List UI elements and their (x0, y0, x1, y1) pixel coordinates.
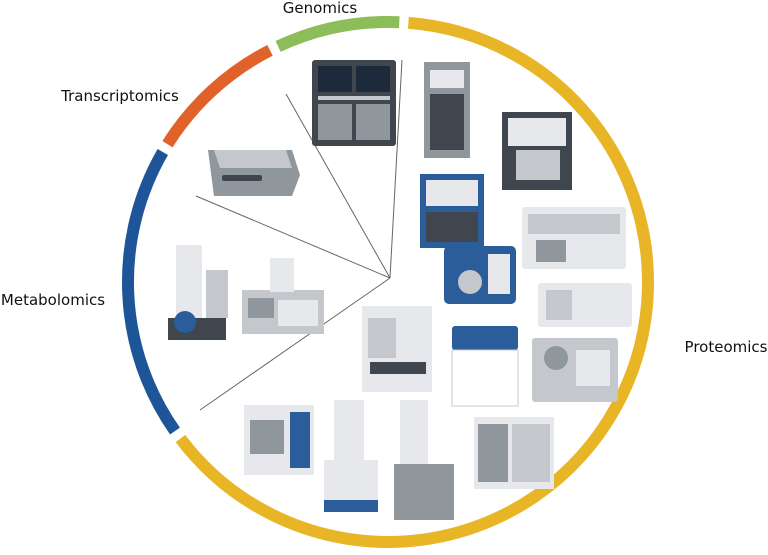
divider-line (195, 195, 391, 279)
proteomics-benchtop-ms-image (532, 338, 618, 402)
proteomics-tof-ms-image (451, 326, 519, 407)
divider-line (389, 59, 403, 279)
proteomics-orbitrap-image (424, 62, 470, 158)
label-transcriptomics: Transcriptomics (60, 87, 179, 105)
proteomics-qexactive-image (420, 174, 484, 248)
instrument-images (168, 60, 632, 520)
sector-dividers (195, 59, 403, 411)
label-proteomics: Proteomics (685, 338, 768, 356)
ring-arc-genomics (275, 15, 400, 52)
genomics-sequencer-image (312, 60, 396, 146)
omics-ring (121, 15, 655, 548)
ring-arc-metabolomics (121, 149, 180, 435)
tall-tof-ms-image (324, 400, 378, 512)
metabolomics-tower-ms-image (168, 245, 228, 340)
proteomics-triplequad-image (444, 246, 516, 304)
metabolomics-gcms-image (242, 258, 324, 334)
divider-line (199, 277, 391, 411)
label-genomics: Genomics (283, 0, 358, 17)
tall-grey-ms-image (394, 400, 454, 520)
metabolomics-compact-ms-image (244, 405, 314, 475)
proteomics-ltq-image (502, 112, 572, 190)
segment-labels: Genomics Transcriptomics Metabolomics Pr… (1, 0, 768, 356)
transcriptomics-scanner-image (208, 150, 300, 196)
divider-line (285, 93, 391, 279)
proteomics-long-ms-image (538, 283, 632, 327)
proteomics-ftms-image (474, 417, 554, 489)
label-metabolomics: Metabolomics (1, 291, 105, 309)
proteomics-bench-ms-image (522, 207, 626, 269)
proteomics-lc-ms-image (362, 306, 432, 392)
ring-arc-transcriptomics (162, 44, 273, 148)
ring-arc-proteomics (175, 16, 655, 548)
